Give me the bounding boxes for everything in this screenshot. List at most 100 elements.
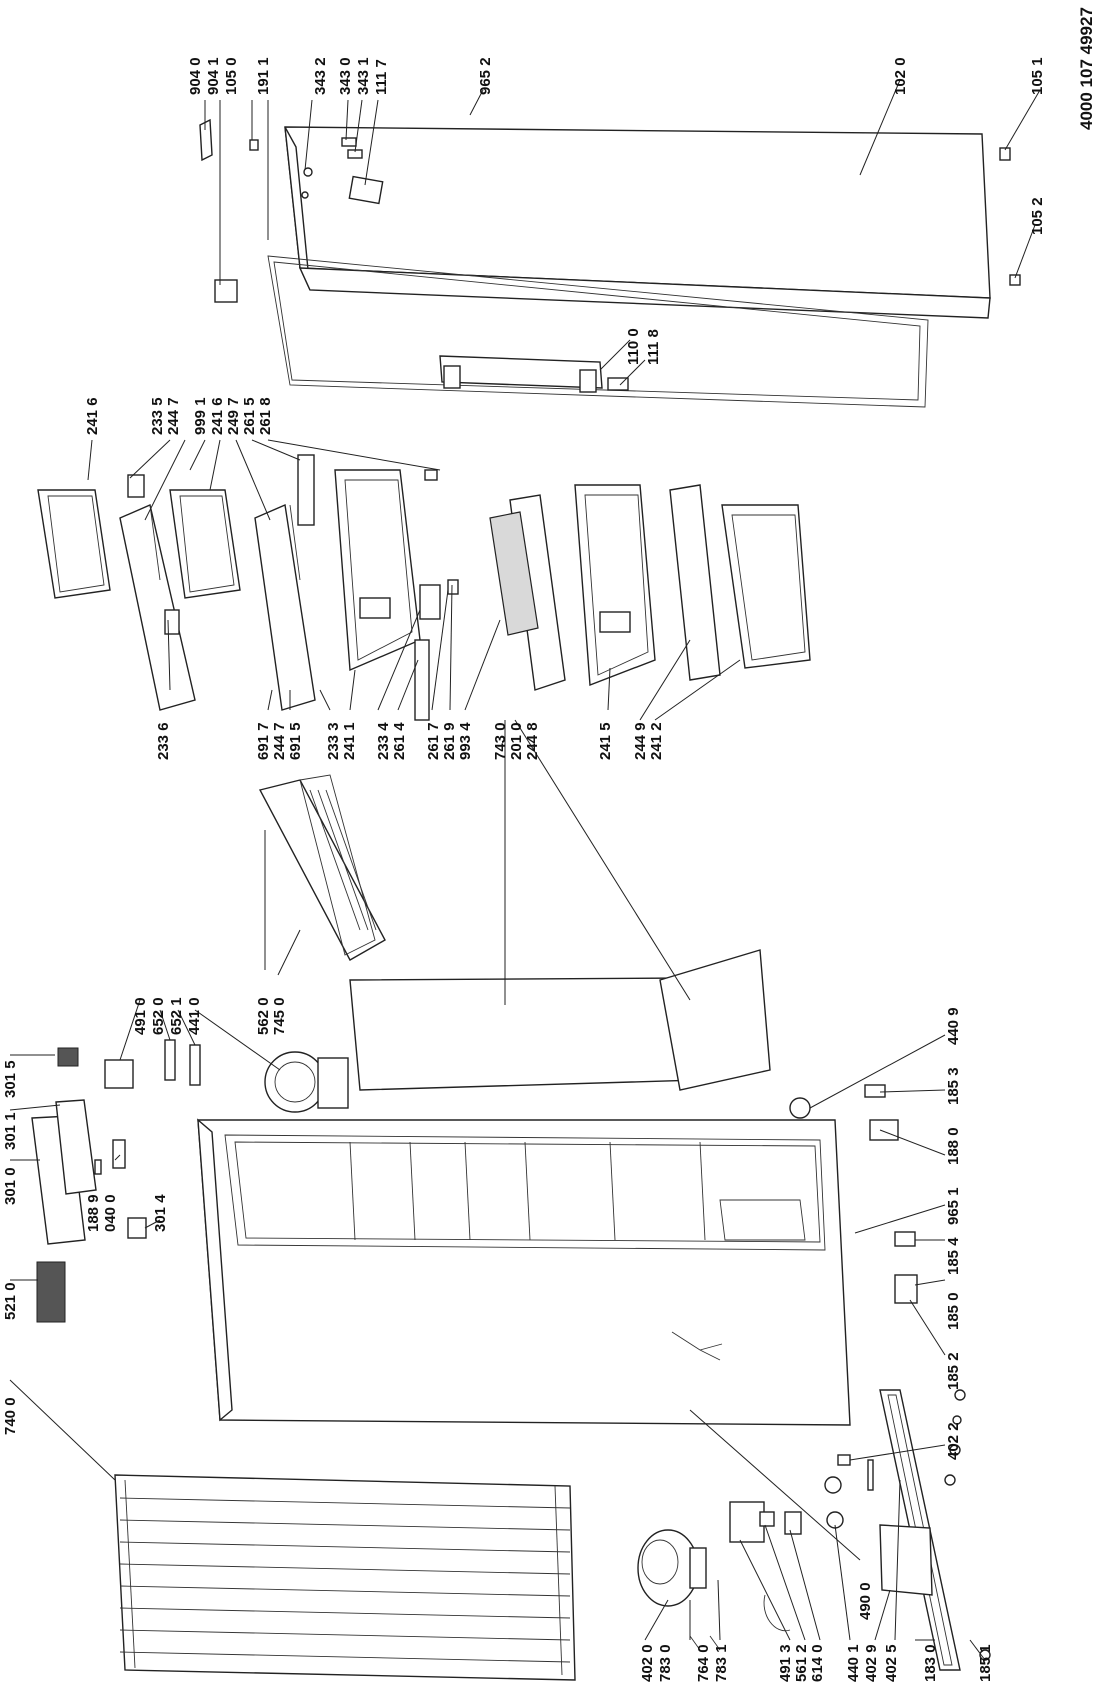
label-261-8: 261 8 xyxy=(257,397,274,435)
label-261-7: 261 7 xyxy=(425,722,442,760)
label-233-5: 233 5 xyxy=(149,397,166,435)
part-labels: 904 0 904 1 105 0 191 1 343 2 343 0 343 … xyxy=(2,7,1096,1682)
label-105-0: 105 0 xyxy=(223,57,240,95)
label-185-3: 185 3 xyxy=(945,1067,962,1105)
label-185-4: 185 4 xyxy=(945,1237,962,1275)
drip-tray xyxy=(879,1524,933,1596)
label-301-4: 301 4 xyxy=(152,1194,169,1232)
label-188-0: 188 0 xyxy=(945,1127,962,1165)
control-panel xyxy=(31,1099,147,1323)
label-249-7: 249 7 xyxy=(225,397,242,435)
label-740-0: 740 0 xyxy=(2,1397,19,1435)
bottom-cover-panel xyxy=(659,949,771,1091)
label-191-1: 191 1 xyxy=(255,57,272,95)
label-105-2: 105 2 xyxy=(1029,197,1046,235)
condenser-coil xyxy=(114,1474,576,1681)
label-343-2: 343 2 xyxy=(312,57,329,95)
label-185-0: 185 0 xyxy=(945,1292,962,1330)
label-110-0: 110 0 xyxy=(625,328,642,365)
label-965-2: 965 2 xyxy=(477,57,494,95)
balcony-shelf-lower xyxy=(169,489,241,599)
label-301-0: 301 0 xyxy=(2,1167,19,1205)
label-185-1: 185 1 xyxy=(977,1644,994,1682)
label-402-9: 402 9 xyxy=(863,1644,880,1682)
label-241-6a: 241 6 xyxy=(84,397,101,435)
label-614-0: 614 0 xyxy=(809,1644,826,1682)
label-241-2: 241 2 xyxy=(648,722,665,760)
label-102-0: 102 0 xyxy=(892,57,909,95)
label-188-9: 188 9 xyxy=(85,1194,102,1232)
label-343-0: 343 0 xyxy=(337,57,354,95)
drawer-middle xyxy=(574,484,656,686)
label-783-0: 783 0 xyxy=(657,1644,674,1682)
label-440-1: 440 1 xyxy=(845,1644,862,1682)
label-261-5: 261 5 xyxy=(241,397,258,435)
label-691-7: 691 7 xyxy=(255,722,272,760)
label-491-0: 491 0 xyxy=(132,997,149,1035)
label-233-6: 233 6 xyxy=(155,722,172,760)
label-764-0: 764 0 xyxy=(695,1644,712,1682)
label-261-9: 261 9 xyxy=(441,722,458,760)
label-241-5: 241 5 xyxy=(597,722,614,760)
label-105-1: 105 1 xyxy=(1029,57,1046,95)
label-652-0: 652 0 xyxy=(150,997,167,1035)
grille-panel xyxy=(489,511,539,636)
label-244-9: 244 9 xyxy=(632,722,649,760)
label-402-5: 402 5 xyxy=(883,1644,900,1682)
label-201-0: 201 0 xyxy=(508,722,525,760)
label-111-7: 111 7 xyxy=(373,59,390,95)
label-244-8: 244 8 xyxy=(524,722,541,760)
drawer-slides xyxy=(414,469,459,721)
label-441-0: 441 0 xyxy=(186,997,203,1035)
label-301-1: 301 1 xyxy=(2,1112,19,1150)
label-040-0: 040 0 xyxy=(102,1194,119,1232)
label-301-5: 301 5 xyxy=(2,1060,19,1098)
glass-shelf-1 xyxy=(119,504,196,711)
label-241-1: 241 1 xyxy=(341,722,358,760)
label-244-7a: 244 7 xyxy=(165,397,182,435)
drawer-upper xyxy=(334,469,421,672)
label-490-0: 490 0 xyxy=(857,1582,874,1620)
evaporator-assembly xyxy=(258,774,386,961)
label-999-1: 999 1 xyxy=(192,397,209,435)
label-904-1: 904 1 xyxy=(205,57,222,95)
label-965-1: 965 1 xyxy=(945,1187,962,1225)
label-233-4: 233 4 xyxy=(375,722,392,760)
power-cord xyxy=(671,1331,723,1361)
fan-small-parts xyxy=(57,1039,201,1089)
label-491-3: 491 3 xyxy=(777,1644,794,1682)
door-handle xyxy=(439,355,603,393)
compressor xyxy=(637,1529,707,1607)
label-904-0: 904 0 xyxy=(187,57,204,95)
label-993-4: 993 4 xyxy=(457,722,474,760)
label-244-7b: 244 7 xyxy=(271,722,288,760)
balcony-shelf-upper xyxy=(37,489,111,599)
document-number: 4000 107 49927 xyxy=(1077,7,1096,130)
label-185-2: 185 2 xyxy=(945,1352,962,1390)
label-562-0: 562 0 xyxy=(255,997,272,1035)
label-440-9: 440 9 xyxy=(945,1007,962,1045)
label-233-3: 233 3 xyxy=(325,722,342,760)
label-745-0: 745 0 xyxy=(271,997,288,1035)
label-343-1: 343 1 xyxy=(355,57,372,95)
leader-lines xyxy=(9,79,1041,1661)
label-691-5: 691 5 xyxy=(287,722,304,760)
drawer-lower xyxy=(721,504,811,669)
label-652-1: 652 1 xyxy=(168,997,185,1035)
compressor-parts xyxy=(689,1501,802,1651)
label-402-0: 402 0 xyxy=(639,1644,656,1682)
label-783-1: 783 1 xyxy=(713,1644,730,1682)
cabinet-body xyxy=(197,1118,851,1426)
rear-panel xyxy=(349,977,701,1091)
label-743-0: 743 0 xyxy=(492,722,509,760)
glass-shelf-2 xyxy=(254,503,316,711)
fan-motor xyxy=(264,1051,349,1113)
label-241-6b: 241 6 xyxy=(209,397,226,435)
label-561-2: 561 2 xyxy=(793,1644,810,1682)
door-hinge-small-parts xyxy=(199,118,1021,391)
label-111-8: 111 8 xyxy=(645,329,662,365)
label-402-2: 402 2 xyxy=(945,1422,962,1460)
door-panel xyxy=(267,126,991,408)
label-261-4: 261 4 xyxy=(391,722,408,760)
